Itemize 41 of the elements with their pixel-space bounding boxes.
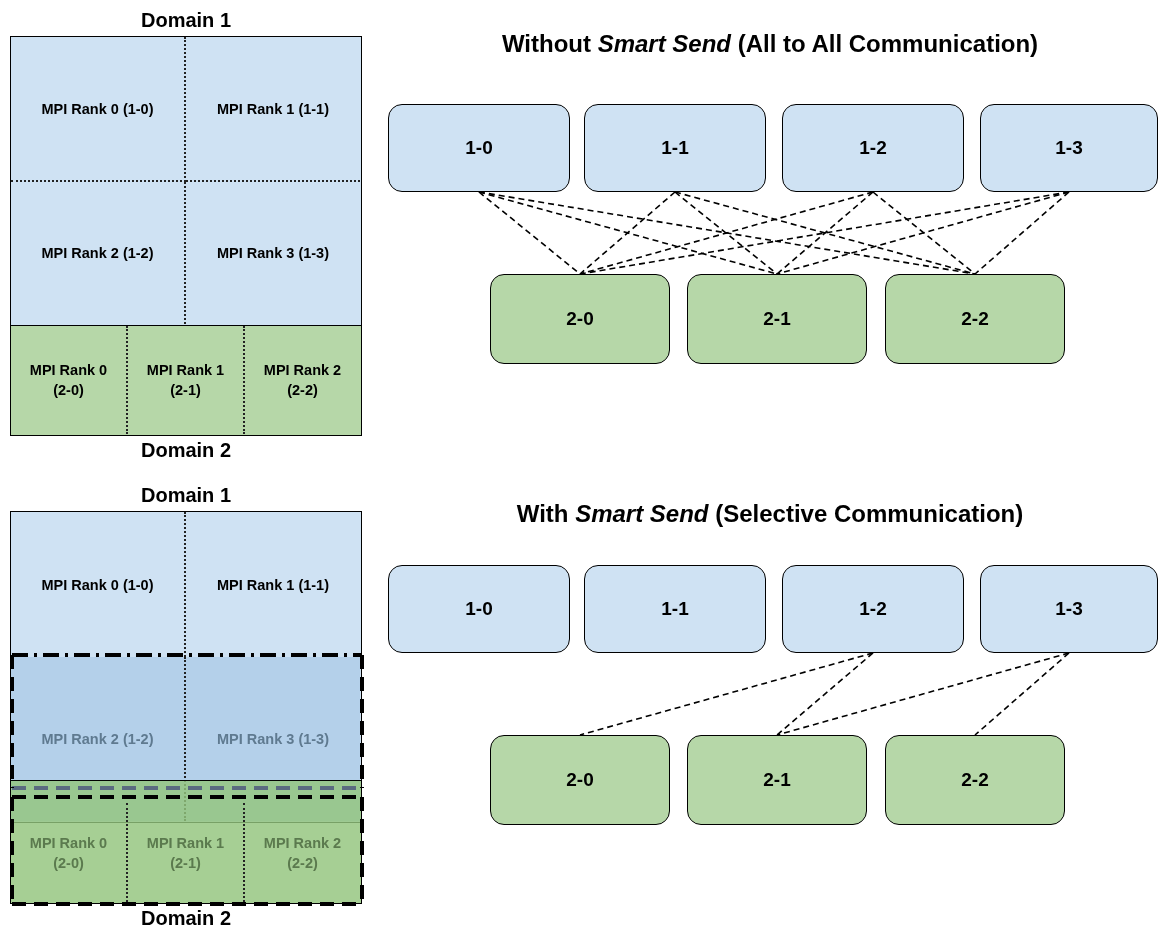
rank-box: 2-0 bbox=[490, 274, 670, 364]
rank-box: 1-2 bbox=[782, 565, 964, 653]
rank-box: 1-3 bbox=[980, 104, 1158, 192]
dashed-connector bbox=[974, 652, 1070, 736]
dashed-connector bbox=[872, 191, 976, 275]
rank-box: 1-1 bbox=[584, 104, 766, 192]
rank-box: 1-0 bbox=[388, 565, 570, 653]
dashed-connector bbox=[974, 191, 1070, 275]
rank-box: 1-1 bbox=[584, 565, 766, 653]
dashed-connector bbox=[478, 191, 976, 275]
rank-cell: MPI Rank 2 (2-2) bbox=[245, 326, 360, 434]
rank-box: 2-1 bbox=[687, 274, 867, 364]
dashed-connector bbox=[776, 652, 1070, 736]
rank-box: 2-0 bbox=[490, 735, 670, 825]
rank-cell: MPI Rank 1 (1-1) bbox=[186, 512, 360, 657]
rank-cell: MPI Rank 0 (2-0) bbox=[11, 326, 128, 434]
section-heading: Without Smart Send (All to All Communication) bbox=[500, 30, 1040, 58]
rank-box: 2-1 bbox=[687, 735, 867, 825]
domain-heading: Domain 2 bbox=[140, 906, 232, 931]
rank-cell: MPI Rank 3 (1-3) bbox=[186, 182, 360, 324]
rank-box: 1-3 bbox=[980, 565, 1158, 653]
dashed-connector bbox=[776, 191, 874, 275]
rank-box: 2-2 bbox=[885, 274, 1065, 364]
dashed-connector bbox=[674, 191, 778, 275]
section-heading: With Smart Send (Selective Communication) bbox=[515, 500, 1025, 528]
domain-heading: Domain 1 bbox=[140, 8, 232, 33]
dashed-connector bbox=[579, 191, 874, 275]
rank-cell: MPI Rank 0 (2-0) bbox=[11, 803, 128, 902]
dashed-connector bbox=[579, 652, 874, 736]
rank-box: 1-2 bbox=[782, 104, 964, 192]
rank-cell: MPI Rank 1 (2-1) bbox=[128, 326, 245, 434]
domain-heading: Domain 2 bbox=[140, 438, 232, 463]
dashed-connector bbox=[776, 191, 1070, 275]
dashed-connector bbox=[579, 191, 676, 275]
dashed-connector bbox=[776, 652, 874, 736]
rank-box: 2-2 bbox=[885, 735, 1065, 825]
domain-heading: Domain 1 bbox=[140, 483, 232, 508]
rank-cell: MPI Rank 1 (2-1) bbox=[128, 803, 245, 902]
rank-cell: MPI Rank 0 (1-0) bbox=[11, 37, 186, 182]
rank-box: 1-0 bbox=[388, 104, 570, 192]
rank-cell: MPI Rank 1 (1-1) bbox=[186, 37, 360, 182]
